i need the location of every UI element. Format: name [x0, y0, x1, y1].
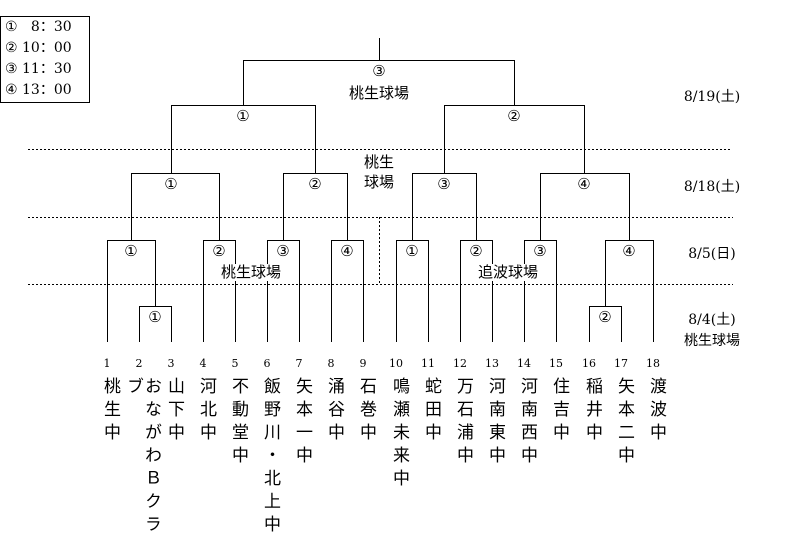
date-8-18: 8/18(土) — [683, 179, 741, 195]
team-name: 河南西中 — [517, 377, 537, 469]
team-number: 13 — [485, 357, 499, 370]
team-name: 稲井中 — [582, 377, 602, 446]
semi-right-match-number: ② — [506, 107, 522, 125]
quarter-match-number: ④ — [576, 175, 592, 193]
semi-left-match-number: ① — [235, 107, 251, 125]
date-8-4-venue: 桃生球場 — [684, 333, 740, 349]
team-number: 3 — [167, 357, 175, 370]
time-legend: ① 8：30 ② 10：00 ③ 11：30 ④ 13：00 — [0, 16, 90, 103]
round2-match-number: ② — [468, 242, 484, 260]
legend-row: ① 8：30 — [5, 19, 72, 35]
team-number: 18 — [646, 357, 660, 370]
quarter-match-number: ③ — [436, 175, 452, 193]
team-name: 住吉中 — [549, 377, 569, 446]
round2-match-number: ④ — [339, 242, 355, 260]
date-8-19: 8/19(土) — [683, 89, 741, 105]
round2-match-number: ③ — [532, 242, 548, 260]
team-number: 10 — [389, 357, 403, 370]
team-number: 12 — [453, 357, 467, 370]
team-number: 15 — [549, 357, 563, 370]
team-name: 飯野川・北上中 — [260, 377, 280, 538]
team-number: 8 — [327, 357, 335, 370]
team-name: 山下中 — [164, 377, 184, 446]
date-8-4: 8/4(土) — [688, 312, 736, 328]
team-number: 1 — [103, 357, 111, 370]
quarter-venue-line2: 球場 — [362, 173, 396, 191]
team-number: 16 — [582, 357, 596, 370]
round2-match-number: ② — [211, 242, 227, 260]
round2-match-number: ① — [404, 242, 420, 260]
team-name: 河北中 — [196, 377, 216, 446]
team-name: 万石浦中 — [453, 377, 473, 469]
round2-match-number: ④ — [621, 242, 637, 260]
legend-row: ② 10：00 — [5, 40, 72, 56]
team-number: 7 — [295, 357, 303, 370]
round2-match-number: ③ — [275, 242, 291, 260]
round2-match-number: ① — [123, 242, 139, 260]
final-match-number: ③ — [371, 62, 387, 80]
team-name: 渡波中 — [646, 377, 666, 446]
team-name: 矢本一中 — [292, 377, 312, 469]
team-name: 鳴瀬未来中 — [389, 377, 409, 492]
round-separators — [28, 149, 733, 285]
team-name: 涌谷中 — [324, 377, 344, 446]
team-number: 11 — [421, 357, 435, 370]
round1-match-number: ② — [597, 308, 613, 326]
team-name: 石巻中 — [356, 377, 376, 446]
quarter-venue-line1: 桃生 — [362, 153, 396, 171]
team-number: 5 — [231, 357, 239, 370]
round2-venue-left: 桃生球場 — [219, 263, 283, 281]
team-name: 河南東中 — [485, 377, 505, 469]
team-name: 桃生中 — [100, 377, 120, 446]
team-number: 6 — [263, 357, 271, 370]
legend-row: ④ 13：00 — [5, 82, 72, 98]
team-number: 9 — [359, 357, 367, 370]
quarter-match-number: ① — [163, 175, 179, 193]
round1-match-number: ① — [147, 308, 163, 326]
date-8-5: 8/5(日) — [688, 246, 736, 262]
team-number: 2 — [135, 357, 143, 370]
team-name: 不動堂中 — [228, 377, 248, 469]
quarter-match-number: ② — [307, 175, 323, 193]
legend-row: ③ 11：30 — [5, 61, 72, 77]
final-venue: 桃生球場 — [347, 84, 411, 102]
round2-venue-right: 追波球場 — [476, 263, 540, 281]
team-name: おながわＢクラブ — [123, 377, 161, 538]
team-number: 17 — [614, 357, 628, 370]
team-name: 矢本二中 — [614, 377, 634, 469]
team-number: 14 — [517, 357, 531, 370]
team-name: 蛇田中 — [421, 377, 441, 446]
team-number: 4 — [199, 357, 207, 370]
